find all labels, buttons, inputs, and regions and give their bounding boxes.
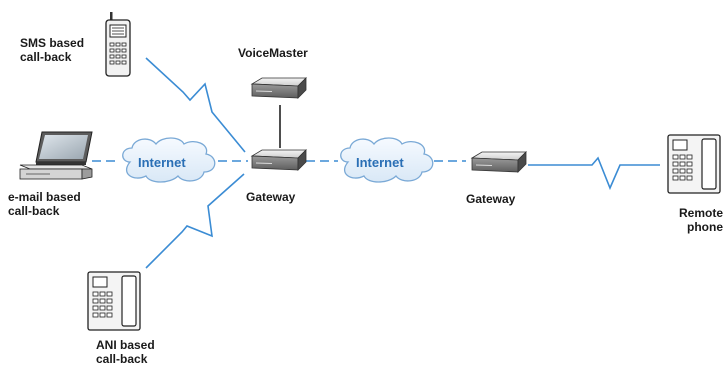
sms-link — [145, 57, 246, 153]
remote-link — [528, 156, 660, 191]
internet-cloud-icon — [122, 137, 216, 183]
server-icon — [250, 77, 307, 99]
gateway-server-icon — [250, 149, 307, 171]
gateway-server-icon — [470, 151, 527, 173]
ani-callback-label: ANI based call-back — [96, 338, 155, 366]
ani-link — [145, 173, 245, 269]
voicemaster-label: VoiceMaster — [238, 46, 308, 60]
sms-callback-label: SMS based call-back — [20, 36, 85, 64]
gateway-left-label: Gateway — [246, 190, 296, 204]
internet-right-label: Internet — [356, 155, 404, 170]
desk-phone-icon — [667, 134, 721, 194]
internet-cloud-icon — [340, 137, 434, 183]
desk-phone-icon — [87, 271, 141, 331]
remote-phone-label: Remote phone — [678, 206, 723, 234]
computer-icon — [19, 131, 93, 180]
email-callback-label: e-mail based call-back — [8, 190, 81, 218]
gateway-right-label: Gateway — [466, 192, 516, 206]
links — [92, 57, 660, 269]
internet-left-label: Internet — [138, 155, 186, 170]
mobile-phone-icon — [105, 12, 131, 77]
